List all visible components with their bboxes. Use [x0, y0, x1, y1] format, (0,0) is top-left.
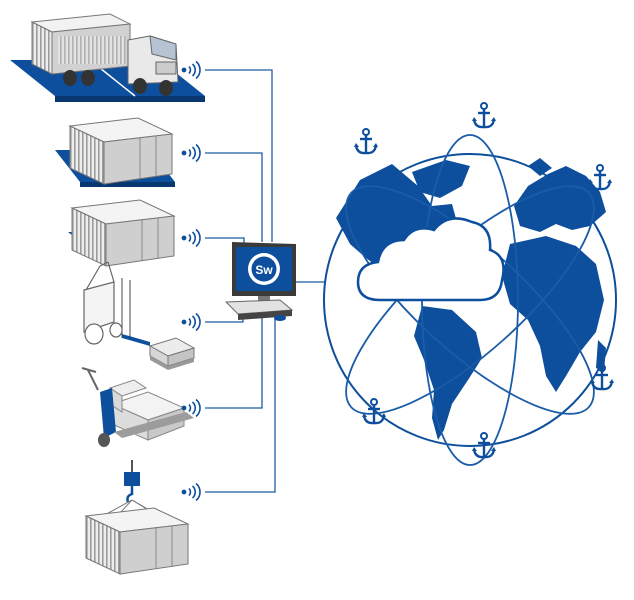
crane-scale: [85, 460, 201, 575]
container-icon: [69, 117, 173, 185]
forklift-icon: [83, 261, 131, 345]
globe: [323, 101, 617, 466]
container-on-weighbridge: [55, 117, 201, 187]
pallet-icon: [148, 337, 196, 370]
pallet-truck-icon: [81, 367, 194, 447]
pallet-truck-scale: [81, 367, 201, 447]
keyboard: [224, 299, 294, 321]
software-logo: Sw: [255, 263, 273, 277]
connection-lines: [205, 69, 360, 493]
crane-hook-icon: [124, 460, 140, 503]
container-on-platform-scale: [68, 199, 201, 267]
truck-on-weighbridge: [10, 13, 205, 102]
anchor-icon: [470, 101, 498, 129]
anchor-icon: [586, 163, 614, 191]
container-icon: [85, 507, 189, 575]
computer: Sw: [224, 242, 296, 321]
monitor: Sw: [232, 242, 296, 302]
forklift-scale: [83, 261, 201, 370]
container-icon: [71, 199, 175, 267]
cloud-icon: [356, 217, 505, 302]
anchor-icon: [352, 127, 380, 155]
truck-icon: [30, 13, 179, 96]
